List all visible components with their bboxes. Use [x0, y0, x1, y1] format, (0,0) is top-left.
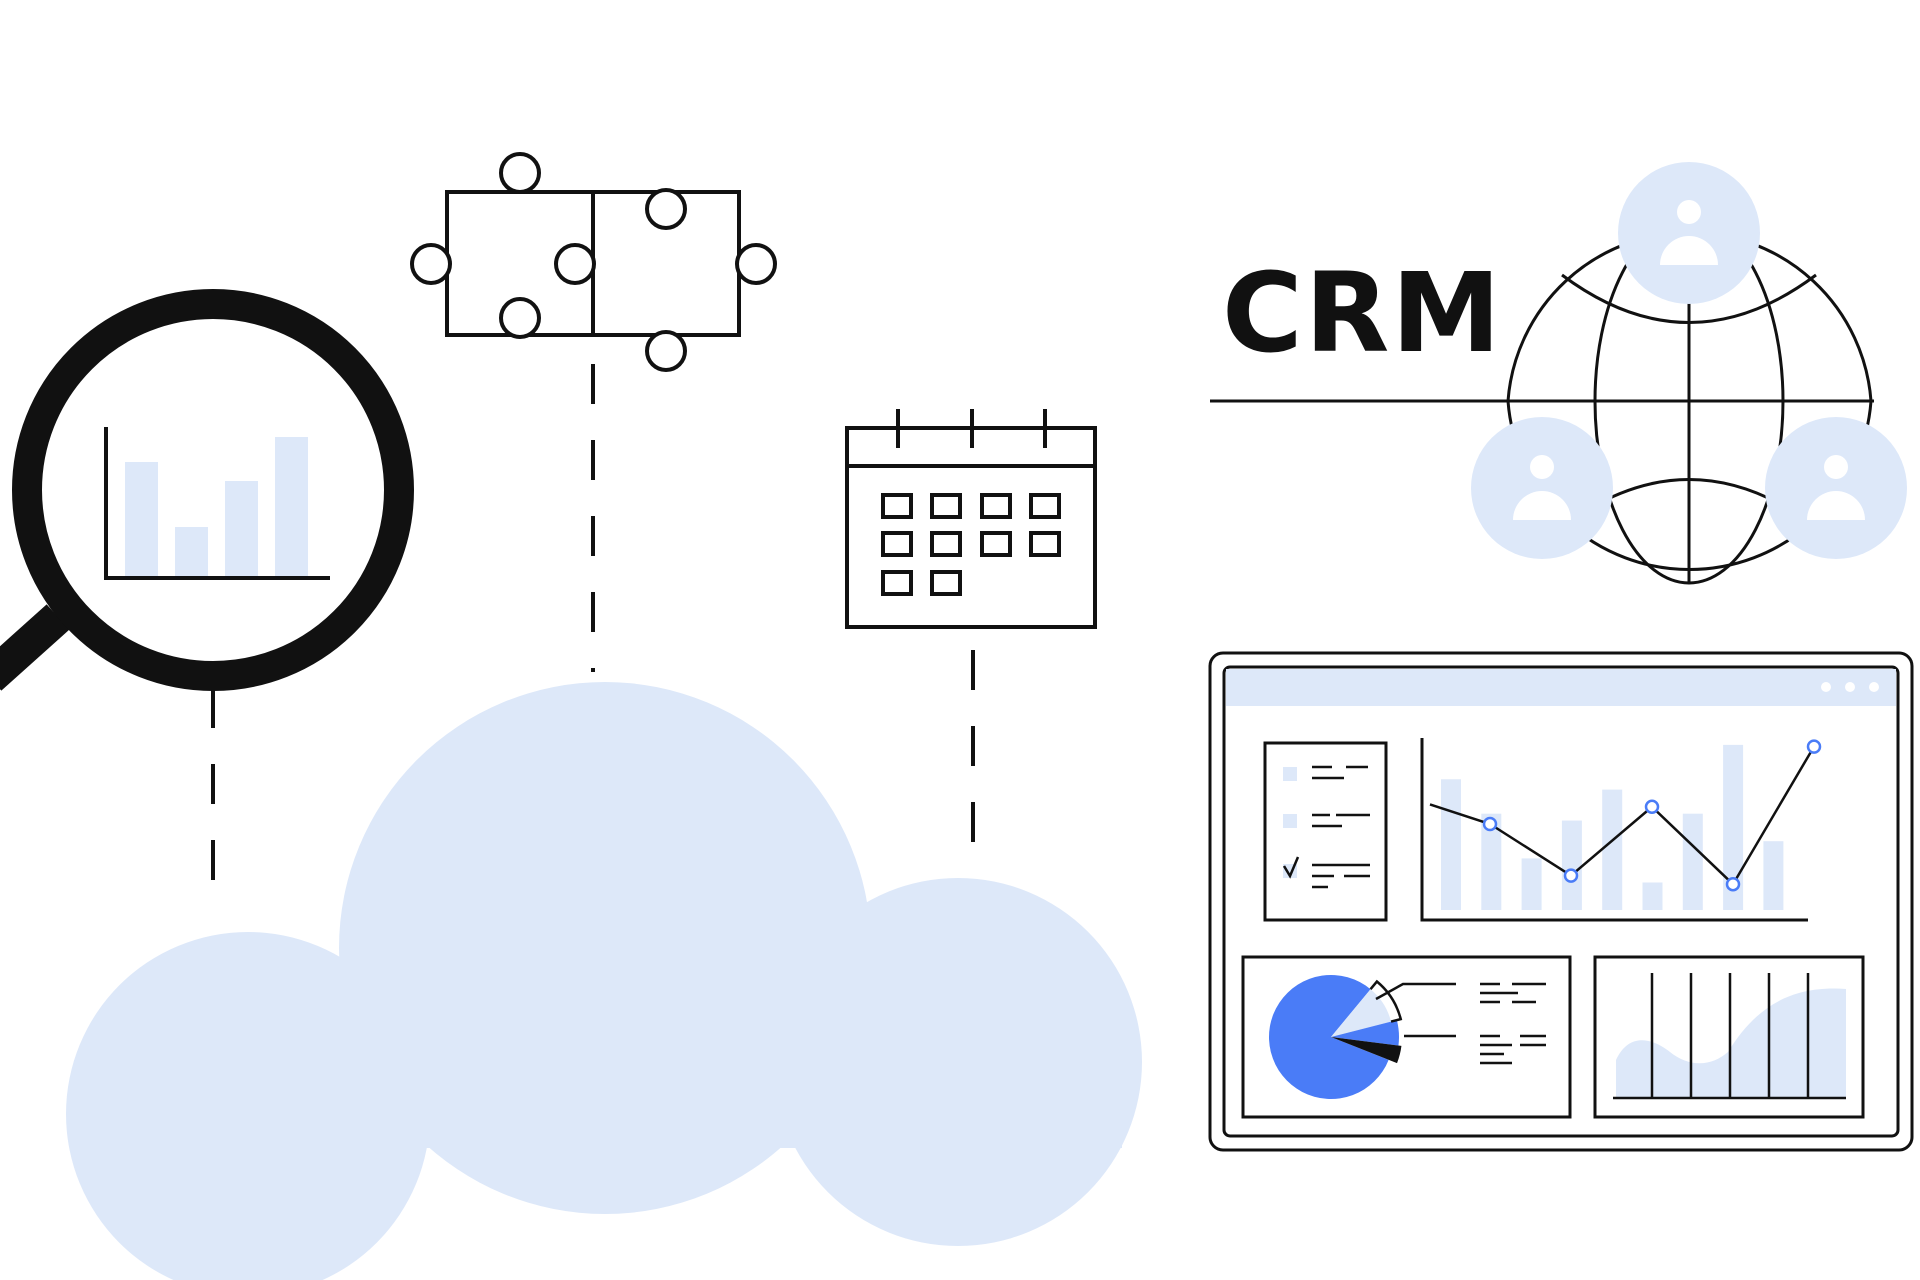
- dashboard-trend-line: [1429, 745, 1816, 887]
- pie-slices: [1269, 975, 1402, 1099]
- dashboard-trend-points: [1482, 739, 1822, 892]
- magnifier-bar-chart: [104, 427, 330, 580]
- chart-point: [1806, 739, 1822, 754]
- dashed-connectors: [211, 364, 975, 900]
- calendar-icon: [845, 409, 1097, 629]
- user-icon: [1618, 162, 1760, 304]
- pie-slice: [1269, 975, 1389, 1099]
- chart-point: [1563, 868, 1579, 883]
- chart-point: [1644, 799, 1660, 815]
- chart-bar: [1561, 820, 1582, 910]
- user-nodes: [1471, 162, 1907, 559]
- puzzle-icon: [410, 152, 777, 372]
- chart-bar: [1481, 813, 1502, 910]
- pie-callout-arc: [1369, 979, 1403, 1023]
- window-dots: [1821, 682, 1879, 692]
- crm-heading: CRM: [1222, 249, 1503, 377]
- user-icon: [1765, 417, 1907, 559]
- pie-slice: [1331, 1037, 1402, 1064]
- chart-bar: [1521, 858, 1542, 910]
- checklist-icon: [1263, 741, 1388, 922]
- user-icon: [1471, 417, 1613, 559]
- pie-chart-icon: [1241, 955, 1572, 1119]
- area-chart-icon: [1593, 955, 1865, 1119]
- chart-bar: [1602, 789, 1623, 910]
- chart-bar: [1723, 744, 1744, 910]
- chart-bar: [1441, 779, 1461, 910]
- dashboard-window-icon: [1208, 651, 1914, 1152]
- magnifier-icon: [0, 289, 414, 691]
- cloud-icon: [66, 682, 1142, 1280]
- chart-bar: [1682, 813, 1703, 910]
- chart-bar: [1642, 882, 1663, 910]
- chart-point: [1482, 816, 1498, 832]
- chart-bar: [1763, 841, 1784, 910]
- chart-point: [1725, 876, 1741, 892]
- pie-slice: [1331, 989, 1392, 1037]
- bar-line-chart-icon: [1420, 738, 1822, 922]
- pie-slice: [1331, 1020, 1399, 1046]
